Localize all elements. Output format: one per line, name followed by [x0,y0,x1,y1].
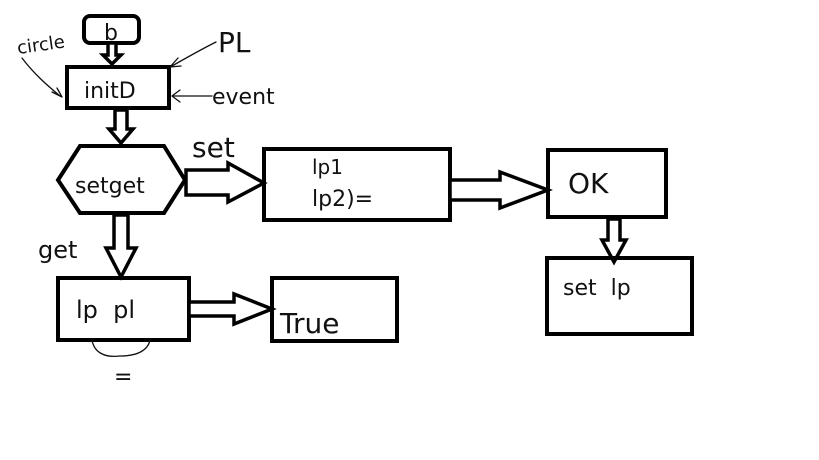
annotation-get: get [38,236,77,264]
annotation-equals: = [114,365,132,390]
annotation-circle-pointer [21,57,63,98]
arrow-init-to-setget [105,108,137,146]
annotation-pl: PL [218,26,251,59]
ok-node [546,148,668,219]
ok-node-label: OK [568,167,609,200]
init-node [65,65,171,110]
annotation-brace [91,339,151,358]
compare-node-line2: lp2)= [312,187,373,212]
annotation-circle: circle [16,31,66,58]
get-node-label: lp pl [76,296,135,324]
setget-node [55,144,188,215]
compare-node-line1: lp1 [312,155,343,179]
setlp-node-label: set lp [563,276,631,301]
arrow-getbox-to-true [187,291,277,327]
arrow-setget-to-compare [184,160,268,205]
annotation-event-pointer [171,89,213,103]
setget-node-label: setget [75,174,145,199]
annotation-pl-pointer [169,41,217,68]
true-node [270,276,399,343]
start-node-label: b [104,21,118,46]
arrow-setget-to-getbox [103,213,139,281]
true-node-label: True [279,307,339,340]
arrow-start-to-init [98,41,126,67]
arrow-compare-to-ok [448,169,553,211]
setlp-node [545,256,694,336]
annotation-event: event [212,85,275,110]
arrow-ok-to-setlp [599,217,629,266]
annotation-set: set [192,131,235,164]
init-node-label: initD [84,79,136,104]
